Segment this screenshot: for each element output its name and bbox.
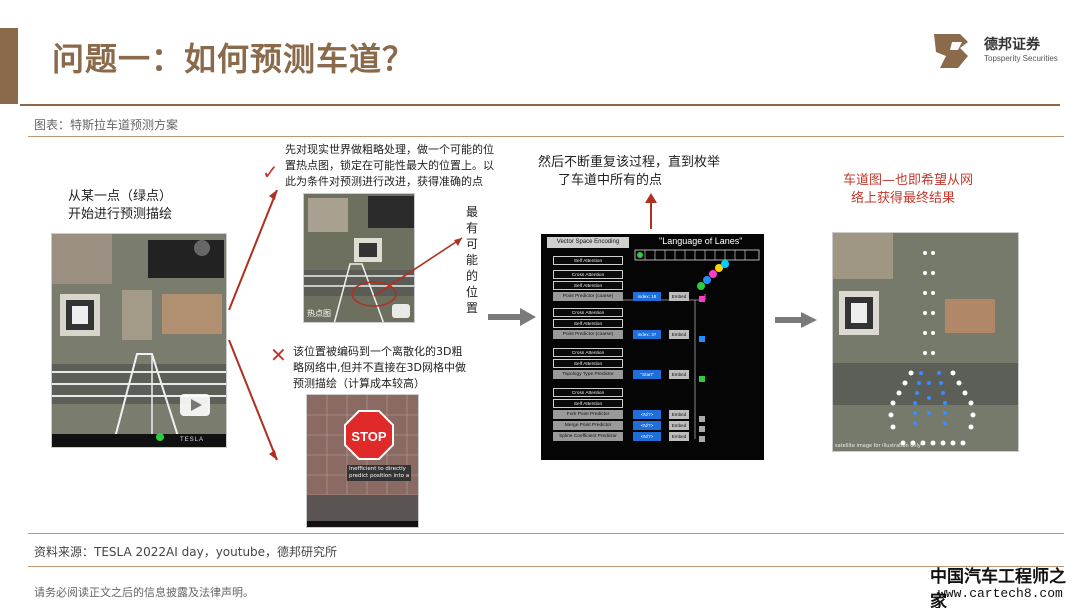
arrow-to-diagram-icon [488,308,536,326]
step2b-line2: 略网络中,但并不直接在3D网格中做 [293,361,466,374]
step3-line2: 了车道中所有的点 [558,173,663,188]
diagram-block: Cross Attention [553,270,623,279]
page-title: 问题一：如何预测车道？ [52,40,416,78]
pointer-arrow [373,237,463,297]
step1-text-line2: 开始进行预测描绘 [68,207,173,222]
source-text: 资料来源：TESLA 2022AI day，youtube，德邦研究所 [34,545,338,559]
watermark-cn: 中国汽车工程师之家 [930,567,1066,608]
branch-arrows [228,189,278,461]
diagram-block: Self Attention [553,281,623,290]
step2a-heatmap-image [304,194,414,322]
stop-sign-label: STOP [351,429,387,444]
step4-lane-graph-image [833,233,1018,451]
diagram-block: Cross Attention [553,388,623,397]
diagram-flow-svg [611,249,760,442]
diagram-block: Cross Attention [553,308,623,317]
diagram-embed: Embed [669,410,689,419]
diagram-block: Self Attention [553,256,623,265]
footer-divider [28,566,1064,567]
title-accent-bar [0,28,18,104]
diagram-embed: Embed [669,370,689,379]
diagram-block: Self Attention [553,319,623,328]
site-watermark: 中国汽车工程师之家 www.cartech8.com [930,560,1072,608]
video-brand-label: TESLA [180,437,205,443]
step2b-stop-frame[interactable]: STOP Inefficient to directly predict pos… [306,394,419,528]
stop-caption-line2: predict position into a [349,473,410,479]
diagram-block: Point Predictor (coarse) [553,292,623,301]
diagram-token: <N/?> [633,421,661,430]
lane-graph-caption: satellite image for illustration only [835,443,921,449]
disclaimer-text: 请务必阅读正文之后的信息披露及法律声明。 [34,586,254,599]
step2a-line1: 先对现实世界做粗略处理，做一个可能的位 [285,143,494,156]
diagram-block: Spline Coefficient Predictor [553,432,623,441]
step4-lane-graph-frame[interactable]: satellite image for illustration only [832,232,1019,452]
diagram-block: Self Attention [553,359,623,368]
diagram-block: Cross Attention [553,348,623,357]
logo-text-en: Topsperity Securities [984,54,1058,63]
diagram-embed: Embed [669,330,689,339]
source-divider [28,533,1064,534]
chart-label-divider [28,136,1064,137]
diagram-token: <N/?> [633,410,661,419]
logo-mark-icon [934,34,968,68]
step2b-grid-image [307,395,418,527]
diagram-embed: Embed [669,292,689,301]
heatmap-caption: 热点图 [307,309,331,318]
step1-video-frame[interactable]: TESLA [51,233,227,448]
step2a-line2: 置热点图，锁定在可能性最大的位置上。以 [285,159,494,172]
check-mark-icon: ✓ [262,160,279,184]
diagram-embed: Embed [669,421,689,430]
watermark-url: www.cartech8.com [938,586,1063,601]
diagram-block: Topology Type Predictor [553,370,623,379]
step2b-line1: 该位置被编码到一个离散化的3D粗 [293,345,463,358]
most-likely-position-label: 最有可能的位置 [466,205,479,315]
step1-satellite-image [52,234,226,447]
diagram-embed: Embed [669,432,689,441]
diagram-header-right: "Language of Lanes" [659,236,743,246]
chart-label: 图表：特斯拉车道预测方案 [34,118,179,132]
step1-text-line1: 从某一点（绿点） [68,189,173,204]
diagram-block: Self Attention [553,399,623,408]
arrow-to-result-icon [775,312,817,328]
company-logo: 德邦证券 Topsperity Securities [930,28,1070,74]
logo-text-cn: 德邦证券 [984,37,1040,53]
diagram-token: <N/?> [633,432,661,441]
language-of-lanes-diagram: Vector Space Encoding "Language of Lanes… [541,234,764,460]
step2a-heatmap-frame[interactable]: 热点图 [303,193,415,323]
diagram-block: Point Predictor (coarse) [553,330,623,339]
step4-line1: 车道图—也即希望从网 [843,173,974,188]
diagram-header-left: Vector Space Encoding [547,237,629,248]
diagram-token: "Start" [633,370,661,379]
step2b-line3: 预测描绘（计算成本较高） [293,377,425,390]
cross-mark-icon: ✕ [270,343,287,367]
step2a-line3: 此为条件对预测进行改进，获得准确的点 [285,175,483,188]
diagram-token: index: 37 [633,330,661,339]
stop-caption-line1: Inefficient to directly [349,466,406,472]
header-divider [20,104,1060,106]
diagram-block: Merge Point Predictor [553,421,623,430]
step4-line2: 络上获得最终结果 [851,191,956,206]
step3-line1: 然后不断重复该过程，直到枚举 [538,155,721,170]
diagram-block: Fork Point Predictor [553,410,623,419]
diagram-token: index: 18 [633,292,661,301]
up-arrow-icon [645,193,657,229]
stop-caption: Inefficient to directly predict position… [347,465,412,481]
